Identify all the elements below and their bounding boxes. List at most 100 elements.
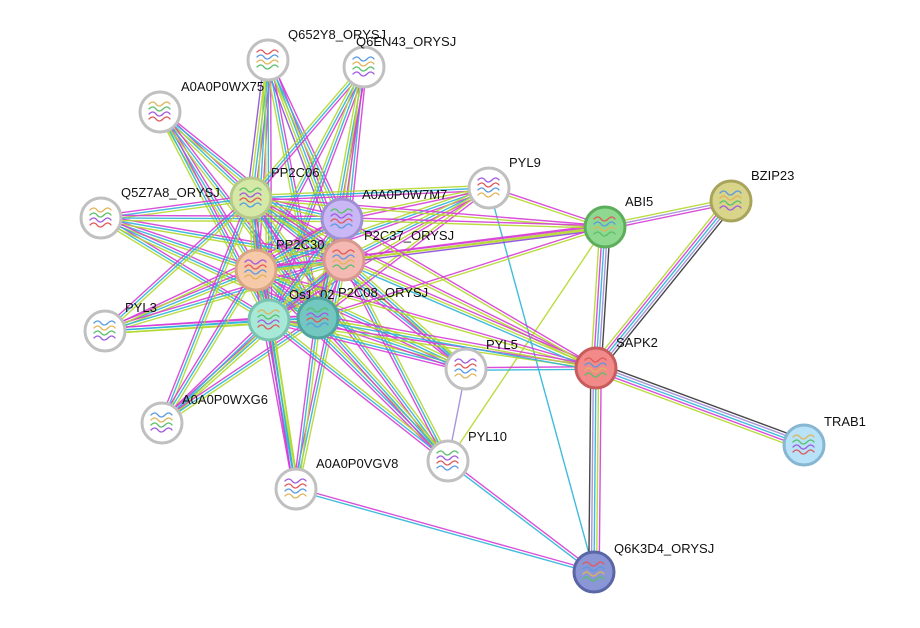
node-circle[interactable] — [274, 467, 318, 511]
node-label: A0A0P0WXG6 — [182, 392, 268, 407]
structure-strand — [284, 483, 307, 489]
edge-strand-lime — [447, 226, 606, 462]
node-circle[interactable] — [79, 196, 123, 240]
structure-strand — [332, 259, 355, 265]
edge-strand-violet — [596, 364, 806, 444]
node-circle[interactable] — [246, 38, 290, 82]
edge-strand-lime — [318, 227, 606, 320]
node-circle[interactable] — [572, 550, 616, 594]
structure-strand — [256, 49, 279, 55]
node-circle[interactable] — [782, 423, 826, 467]
node-pyl5[interactable]: PYL5 — [444, 337, 518, 391]
edge-strand-cyan — [317, 319, 596, 372]
node-circle[interactable] — [320, 197, 364, 241]
node-circle[interactable] — [574, 346, 618, 390]
structure-strand — [352, 56, 375, 62]
edge-strand-lime — [343, 226, 606, 261]
edge-strand-magenta — [318, 314, 597, 367]
node-circle[interactable] — [322, 238, 366, 282]
edge-strand-magenta — [252, 196, 321, 318]
edge-strand-lime — [252, 196, 451, 460]
structure-strand — [244, 269, 267, 275]
edge-strand-magenta — [296, 487, 595, 572]
protein-structure-icon — [792, 434, 815, 455]
edge-strand-cyan — [343, 259, 449, 462]
node-pyl9[interactable]: PYL9 — [467, 155, 541, 210]
structure-strand — [436, 465, 459, 471]
edge-strand-lime — [297, 260, 348, 490]
edge-a0a0p0wxg6-pp2c30 — [159, 268, 259, 425]
node-circle[interactable] — [444, 347, 488, 391]
edge-p2c37-sapk2 — [342, 256, 598, 372]
node-a0a0p0wxg6[interactable]: A0A0P0WXG6 — [140, 392, 268, 445]
edge-strand-lime — [318, 314, 468, 368]
node-pp2c06[interactable]: PP2C06 — [229, 165, 319, 220]
structure-strand — [284, 488, 307, 494]
node-pyl3[interactable]: PYL3 — [83, 300, 157, 353]
edge-strand-magenta — [252, 68, 367, 201]
edge-pyl9-pp2c06 — [250, 184, 490, 202]
node-pp2c30[interactable]: PP2C30 — [234, 237, 324, 292]
node-circle[interactable] — [140, 401, 184, 445]
node-bzip23[interactable]: BZIP23 — [709, 168, 794, 223]
node-circle[interactable] — [229, 176, 273, 220]
node-label: PYL3 — [125, 300, 157, 315]
edge-strand-cyan — [161, 197, 252, 424]
edge-strand-lime — [270, 319, 300, 489]
node-label: PYL9 — [509, 155, 541, 170]
node-abi5[interactable]: ABI5 — [583, 194, 653, 249]
node-circle[interactable] — [83, 309, 127, 353]
structure-strand — [306, 312, 329, 318]
edge-strand-cyan — [317, 317, 449, 462]
node-a0a0p0vgv8[interactable]: A0A0P0VGV8 — [274, 456, 398, 511]
edge-strand-lime — [342, 185, 489, 259]
edge-strand-cyan — [161, 269, 257, 424]
node-circle[interactable] — [296, 296, 340, 340]
node-circle[interactable] — [247, 298, 291, 342]
node-q6k3d4[interactable]: Q6K3D4_ORYSJ — [572, 541, 714, 594]
structure-strand — [352, 71, 375, 77]
structure-strand — [89, 217, 112, 223]
protein-structure-icon — [256, 49, 279, 70]
node-label: A0A0P0WX75 — [181, 79, 264, 94]
edge-strand-cyan — [595, 226, 606, 369]
structure-strand — [593, 231, 616, 237]
structure-strand — [284, 478, 307, 484]
edge-strand-black — [597, 362, 807, 441]
edge-strand-lime — [163, 270, 259, 425]
edge-strand-cyan — [595, 367, 805, 446]
edge-pp2c06-p2c08 — [248, 196, 321, 320]
edge-strand-cyan — [250, 197, 319, 319]
node-p2c08[interactable]: P2C08_ORYSJ — [296, 285, 428, 340]
structure-strand — [257, 319, 280, 325]
edge-strand-cyan — [100, 217, 270, 321]
node-circle[interactable] — [583, 205, 627, 249]
node-q5z7a8[interactable]: Q5Z7A8_ORYSJ — [79, 185, 220, 240]
structure-strand — [148, 111, 171, 117]
edge-strand-lime — [101, 199, 252, 222]
edge-strand-cyan — [250, 66, 365, 199]
node-circle[interactable] — [467, 166, 511, 210]
node-q6en43[interactable]: Q6EN43_ORYSJ — [342, 34, 456, 89]
node-circle[interactable] — [709, 179, 753, 223]
node-p2c37[interactable]: P2C37_ORYSJ — [322, 228, 454, 282]
edge-strand-lime — [252, 59, 267, 270]
edge-strand-cyan — [466, 368, 597, 371]
node-circle[interactable] — [426, 439, 470, 483]
node-os1[interactable]: Os1_02 — [247, 287, 335, 342]
structure-strand — [584, 372, 607, 378]
edge-strand-lime — [345, 258, 451, 461]
node-q652y8[interactable]: Q652Y8_ORYSJ — [246, 27, 386, 82]
protein-structure-icon — [454, 358, 477, 379]
node-trab1[interactable]: TRAB1 — [782, 414, 866, 467]
node-sapk2[interactable]: SAPK2 — [574, 335, 658, 390]
structure-strand — [150, 427, 173, 433]
edge-strand-cyan — [100, 197, 252, 219]
node-circle[interactable] — [234, 248, 278, 292]
node-a0a0p0wx75[interactable]: A0A0P0WX75 — [138, 79, 264, 134]
node-circle[interactable] — [342, 45, 386, 89]
node-label: SAPK2 — [616, 335, 658, 350]
node-pyl10[interactable]: PYL10 — [426, 429, 507, 483]
node-circle[interactable] — [138, 90, 182, 134]
